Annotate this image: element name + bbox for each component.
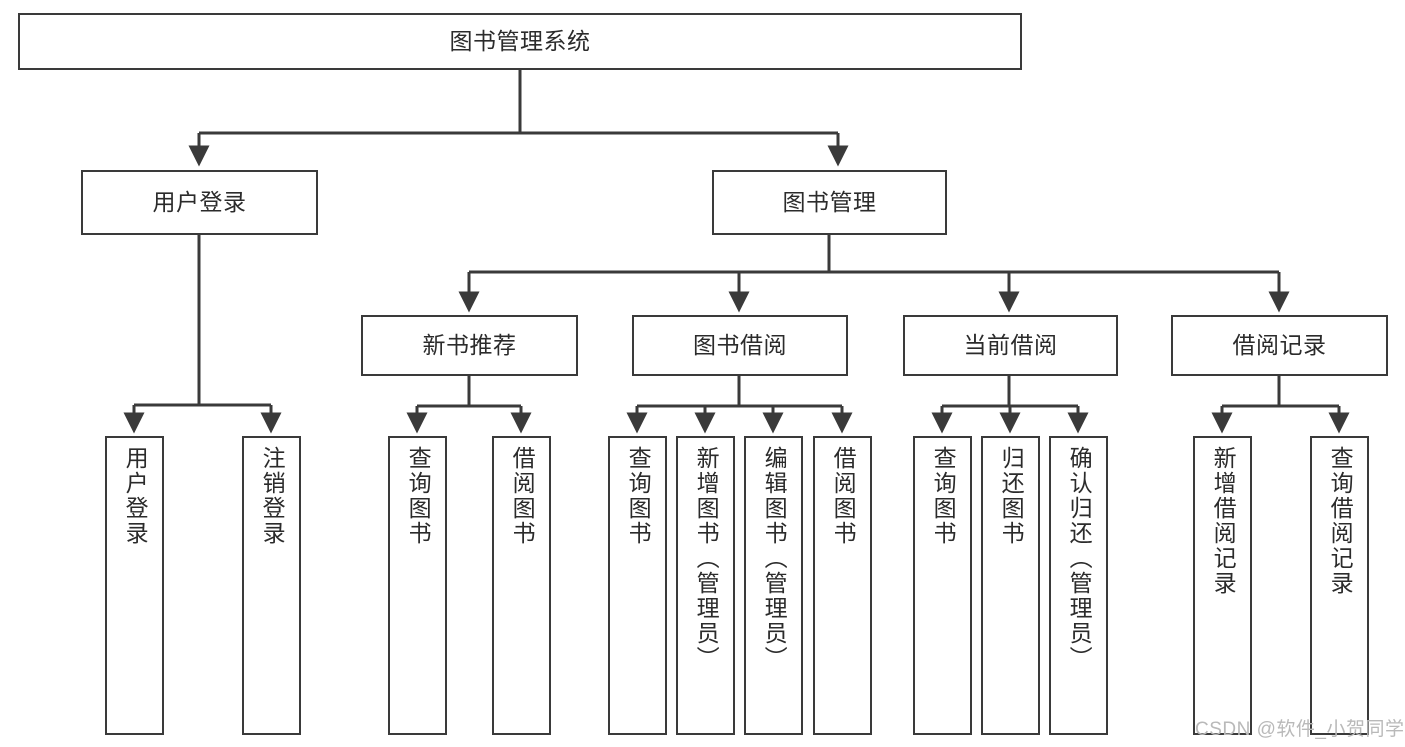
leaf-return-book[interactable]: 归还图书 (981, 436, 1040, 735)
node-borrow-record[interactable]: 借阅记录 (1171, 315, 1388, 376)
leaf-add-book[interactable]: 新增图书（管理员） (676, 436, 735, 735)
leaf-borrow-book-2[interactable]: 借阅图书 (813, 436, 872, 735)
node-label: 新增图书（管理员） (693, 446, 720, 671)
node-book-borrow[interactable]: 图书借阅 (632, 315, 848, 376)
node-label: 借阅图书 (830, 446, 857, 546)
node-label: 借阅图书 (509, 446, 536, 546)
node-new-book-rec[interactable]: 新书推荐 (361, 315, 578, 376)
node-label: 编辑图书（管理员） (761, 446, 788, 671)
leaf-query-record[interactable]: 查询借阅记录 (1310, 436, 1369, 735)
node-label: 查询图书 (405, 446, 432, 546)
node-label: 图书管理系统 (449, 28, 591, 55)
node-book-manage[interactable]: 图书管理 (712, 170, 947, 235)
leaf-logout[interactable]: 注销登录 (242, 436, 301, 735)
node-label: 当前借阅 (963, 332, 1058, 359)
node-label: 图书借阅 (693, 332, 787, 359)
node-label: 新增借阅记录 (1210, 446, 1237, 596)
leaf-user-login[interactable]: 用户登录 (105, 436, 164, 735)
leaf-query-book-3[interactable]: 查询图书 (913, 436, 972, 735)
node-label: 借阅记录 (1232, 332, 1327, 359)
node-user-login[interactable]: 用户登录 (81, 170, 318, 235)
leaf-borrow-book-1[interactable]: 借阅图书 (492, 436, 551, 735)
node-root-system[interactable]: 图书管理系统 (18, 13, 1022, 70)
node-label: 查询图书 (625, 446, 652, 546)
node-label: 新书推荐 (422, 332, 517, 359)
leaf-query-book-1[interactable]: 查询图书 (388, 436, 447, 735)
leaf-confirm-return[interactable]: 确认归还（管理员） (1049, 436, 1108, 735)
node-label: 用户登录 (122, 446, 149, 546)
node-label: 归还图书 (998, 446, 1025, 546)
node-label: 查询借阅记录 (1327, 446, 1354, 596)
leaf-edit-book[interactable]: 编辑图书（管理员） (744, 436, 803, 735)
node-label: 注销登录 (259, 446, 286, 546)
node-label: 图书管理 (782, 189, 877, 216)
leaf-add-record[interactable]: 新增借阅记录 (1193, 436, 1252, 735)
node-label: 用户登录 (152, 189, 247, 216)
node-label: 确认归还（管理员） (1066, 446, 1093, 671)
leaf-query-book-2[interactable]: 查询图书 (608, 436, 667, 735)
node-current-borrow[interactable]: 当前借阅 (903, 315, 1118, 376)
node-label: 查询图书 (930, 446, 957, 546)
